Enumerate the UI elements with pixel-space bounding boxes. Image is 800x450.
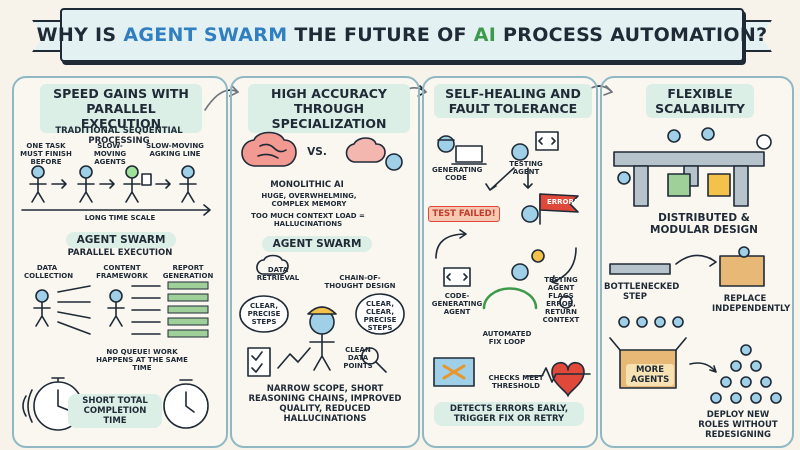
code-window-icon	[443, 267, 471, 287]
vs-label: VS.	[307, 146, 327, 158]
brain-icon	[241, 131, 297, 167]
box-icon	[719, 255, 765, 287]
code-generating-agent: CODE-GENERATING AGENT	[431, 292, 483, 316]
clean-data: CLEAN DATA POINTS	[343, 346, 373, 370]
healing-heading: SELF-HEALING AND FAULT TOLERANCE	[434, 84, 592, 118]
mono-desc: HUGE, OVERWHELMING, COMPLEX MEMORY	[261, 192, 357, 208]
gear-icon	[559, 295, 573, 309]
swarm-subtitle: PARALLEL EXECUTION	[67, 248, 173, 258]
sequential-title: TRADITIONAL SEQUENTIAL PROCESSING	[55, 126, 183, 146]
hardhat-icon	[307, 306, 337, 315]
flag-icon	[539, 193, 579, 213]
accuracy-summary: NARROW SCOPE, SHORT REASONING CHAINS, IM…	[248, 384, 402, 424]
generating-code: GENERATING CODE	[432, 166, 483, 182]
parallel-agents-illustration	[33, 281, 209, 338]
col-report-generation: REPORT GENERATION	[162, 264, 214, 280]
sequential-agents-illustration	[29, 165, 197, 203]
module-icon	[707, 173, 731, 197]
brain-icon	[345, 137, 386, 163]
error-label: ERROR!	[546, 198, 578, 206]
checklist-icon	[247, 347, 271, 377]
long-time-scale: LONG TIME SCALE	[84, 214, 156, 222]
pipe-icon	[613, 151, 765, 167]
test-failed-badge: TEST FAILED!	[428, 206, 500, 222]
replace-independently: REPLACE INDEPENDENTLY	[712, 294, 791, 314]
note-slow-agents: SLOW-MOVING AGENTS	[93, 142, 127, 166]
scale-heading: FLEXIBLE SCALABILITY	[646, 84, 754, 118]
col-content-framework: CONTENT FRAMEWORK	[96, 264, 148, 280]
time-scale-arrow	[21, 204, 211, 216]
brain-icon	[256, 254, 289, 275]
code-window-icon	[535, 131, 559, 151]
short-completion: SHORT TOTAL COMPLETION TIME	[68, 394, 162, 428]
title-part: THE FUTURE OF	[287, 24, 474, 46]
bottleneck-step: BOTTLENECKED STEP	[604, 282, 680, 302]
no-queue-note: NO QUEUE! WORK HAPPENS AT THE SAME TIME	[96, 348, 188, 372]
title-banner: WHY IS AGENT SWARM THE FUTURE OF AI PROC…	[37, 8, 767, 62]
coin-icon	[531, 249, 545, 263]
specialized-agent-illustration	[239, 293, 405, 377]
title-part: WHY IS	[36, 24, 124, 46]
swarm-title: AGENT SWARM	[66, 232, 176, 248]
clear-steps-1: CLEAR, PRECISE STEPS	[247, 302, 281, 326]
detects-errors: DETECTS ERRORS EARLY, TRIGGER FIX OR RET…	[434, 402, 584, 426]
col-data-collection: DATA COLLECTION	[24, 264, 74, 280]
error-flag-illustration	[521, 193, 579, 225]
accuracy-heading: HIGH ACCURACY THROUGH SPECIALIZATION	[248, 84, 410, 133]
accuracy-swarm-title: AGENT SWARM	[262, 236, 372, 252]
laptop-icon	[455, 145, 483, 163]
mini-brain	[256, 254, 289, 275]
mono-title: MONOLITHIC AI	[270, 180, 344, 190]
title-part: PROCESS AUTOMATION?	[496, 24, 768, 46]
note-slow-line: SLOW-MOVING AGKING LINE	[146, 142, 204, 158]
page-title: WHY IS AGENT SWARM THE FUTURE OF AI PROC…	[37, 24, 768, 46]
checks-threshold: CHECKS MEET THRESHOLD	[488, 374, 544, 390]
note-one-task: ONE TASK MUST FINISH BEFORE	[20, 142, 72, 166]
healing-top-illustration	[437, 131, 559, 191]
chain-of-thought: CHAIN-OF-THOUGHT DESIGN	[324, 274, 396, 290]
pipes-illustration	[613, 127, 772, 207]
replace-illustration	[609, 246, 765, 287]
testing-flags-error: TESTING AGENT FLAGS ERROR, RETURN CONTEX…	[542, 276, 580, 324]
magnifier-icon	[375, 361, 387, 373]
gear-icon	[756, 134, 772, 150]
monitor-heart-illustration	[433, 357, 591, 397]
distributed-design: DISTRIBUTED & MODULAR DESIGN	[650, 212, 758, 236]
speed-heading: SPEED GAINS WITH PARALLEL EXECUTION	[40, 84, 202, 133]
title-highlight-ai: AI	[473, 24, 497, 46]
data-retrieval: DATA RETRIEVAL	[256, 266, 300, 282]
more-agents-label: MORE AGENTS	[626, 364, 674, 386]
title-highlight-agent-swarm: AGENT SWARM	[123, 24, 288, 46]
automated-fix-loop: AUTOMATED FIX LOOP	[482, 330, 532, 346]
deploy-new-roles: DEPLOY NEW ROLES WITHOUT REDESIGNING	[698, 410, 778, 440]
testing-agent: TESTING AGENT	[509, 160, 543, 176]
more-agents-illustration	[609, 316, 782, 404]
heart-icon	[551, 361, 585, 397]
clear-steps-2: CLEAR, CLEAR, PRECISE STEPS	[363, 300, 397, 332]
fix-loop-illustration	[435, 229, 577, 310]
arrow-icon	[204, 89, 239, 111]
module-icon	[667, 173, 691, 197]
mono-warning: TOO MUCH CONTEXT LOAD = HALLUCINATIONS	[251, 212, 365, 228]
brain-comparison-illustration	[241, 131, 403, 171]
